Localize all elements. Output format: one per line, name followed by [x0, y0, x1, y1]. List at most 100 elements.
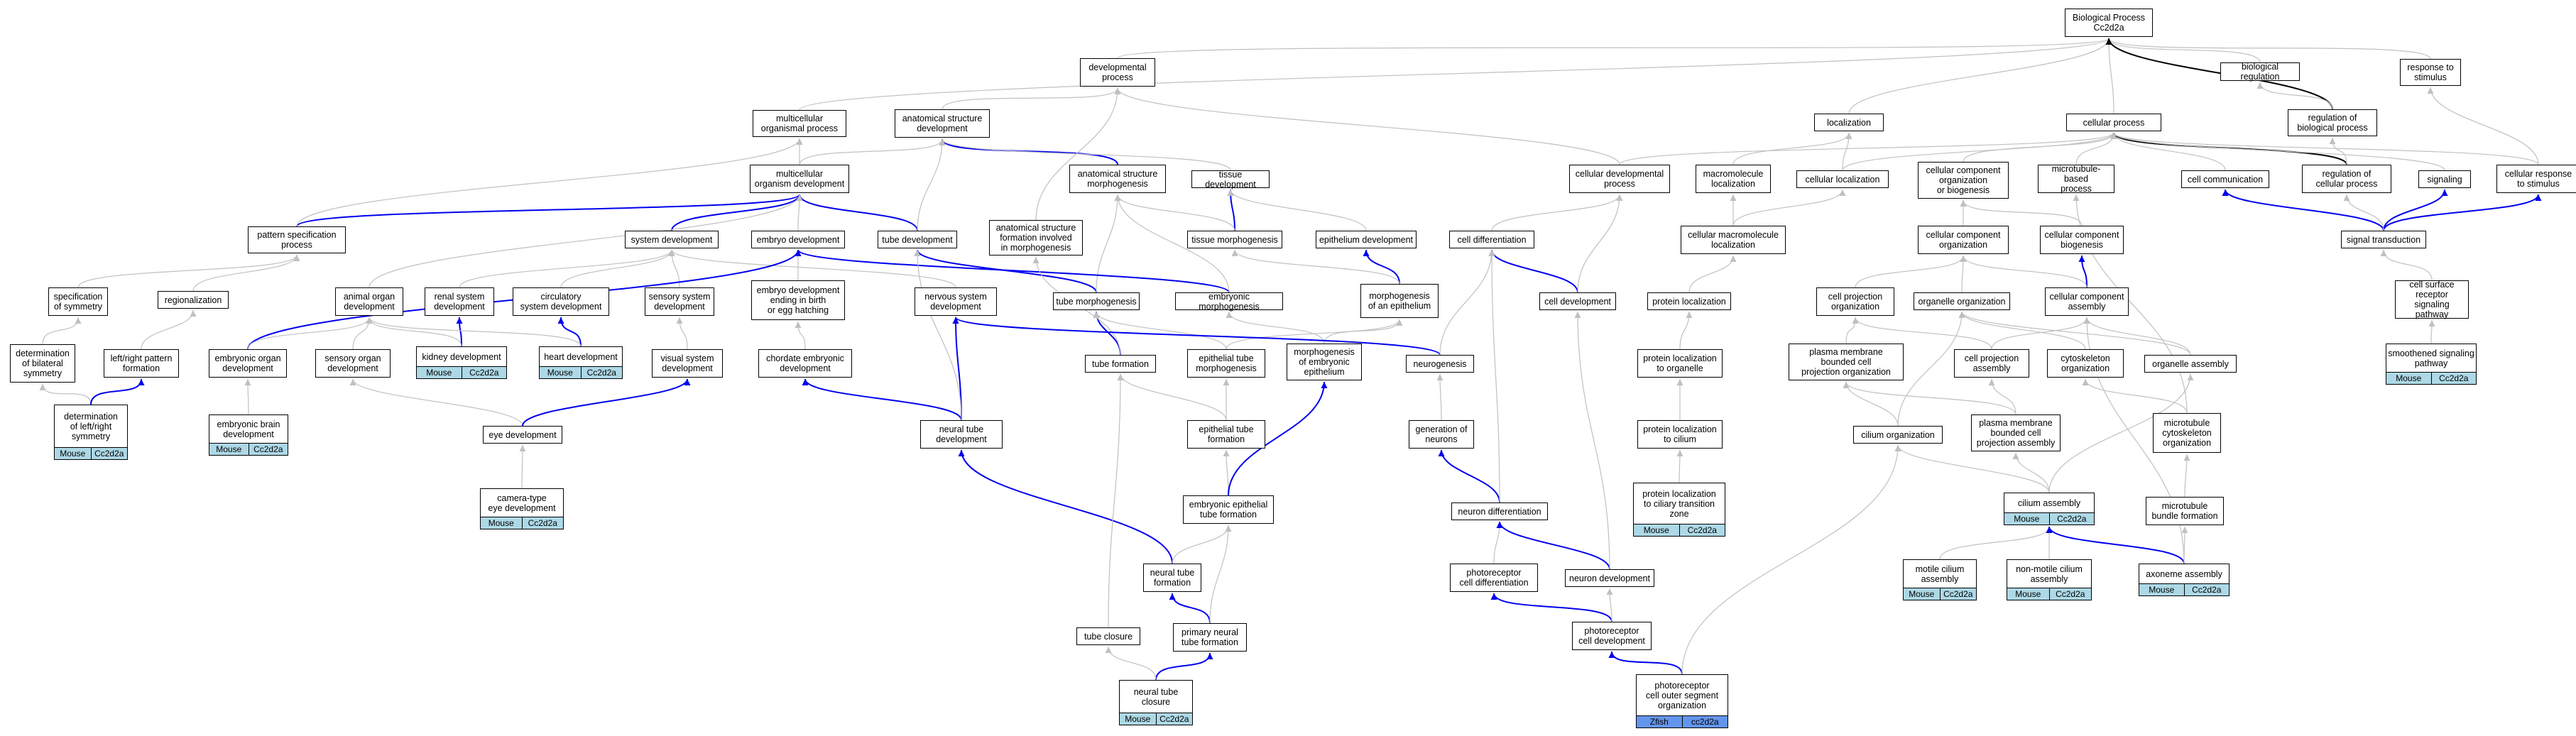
relation-edge [2183, 454, 2190, 498]
go-term-node[interactable]: embryonic morphogenesis [1175, 292, 1283, 312]
go-term-node[interactable]: left/right pattern formation [104, 349, 179, 378]
go-term-node[interactable]: protein localization to ciliary transiti… [1633, 483, 1725, 537]
go-term-node[interactable]: photoreceptor cell outer segment organiz… [1636, 674, 1728, 728]
go-term-node[interactable]: tissue development [1191, 170, 1270, 190]
go-term-node[interactable]: eye development [483, 426, 562, 444]
go-term-node[interactable]: specification of symmetry [48, 287, 108, 316]
go-term-node[interactable]: anatomical structure morphogenesis [1069, 165, 1166, 193]
go-term-node[interactable]: regulation of cellular process [2302, 165, 2391, 193]
go-term-node[interactable]: regulation of biological process [2288, 109, 2377, 136]
go-term-node[interactable]: tube morphogenesis [1053, 292, 1140, 310]
go-term-node[interactable]: cytoskeleton organization [2047, 349, 2124, 378]
go-term-node[interactable]: macromolecule localization [1696, 165, 1771, 193]
go-term-node[interactable]: plasma membrane bounded cell projection … [1971, 414, 2061, 451]
go-term-node[interactable]: neuron differentiation [1451, 502, 1548, 520]
go-term-node[interactable]: cilium organization [1853, 426, 1943, 444]
go-term-node[interactable]: animal organ development [335, 287, 403, 316]
go-term-node[interactable]: photoreceptor cell development [1572, 622, 1652, 650]
relation-edge [799, 138, 946, 165]
go-term-node[interactable]: signal transduction [2341, 231, 2426, 248]
go-term-node[interactable]: cellular localization [1796, 170, 1889, 188]
go-term-node[interactable]: protein localization to cilium [1637, 420, 1723, 449]
go-term-node[interactable]: visual system development [652, 349, 723, 378]
go-term-node[interactable]: embryonic epithelial tube formation [1183, 495, 1274, 524]
go-term-node[interactable]: morphogenesis of an epithelium [1360, 284, 1439, 318]
go-term-node[interactable]: developmental process [1080, 58, 1155, 87]
go-term-node[interactable]: epithelial tube morphogenesis [1187, 349, 1265, 378]
go-term-node[interactable]: circulatory system development [513, 287, 609, 316]
go-term-node[interactable]: photoreceptor cell differentiation [1450, 564, 1538, 592]
go-term-node[interactable]: anatomical structure development [895, 109, 990, 138]
go-term-node[interactable]: renal system development [425, 287, 494, 316]
go-term-node[interactable]: morphogenesis of embryonic epithelium [1287, 344, 1362, 380]
go-term-node[interactable]: response to stimulus [2400, 59, 2461, 86]
go-term-node[interactable]: system development [625, 231, 719, 248]
go-term-node[interactable]: embryonic organ development [209, 349, 287, 378]
go-term-node[interactable]: organelle organization [1914, 292, 2010, 310]
go-term-node[interactable]: cellular component organization or bioge… [1918, 162, 2009, 199]
go-term-node[interactable]: signaling [2418, 170, 2471, 188]
go-term-node[interactable]: cell projection assembly [1954, 349, 2029, 378]
go-term-node[interactable]: regionalization [158, 291, 229, 309]
go-term-node[interactable]: embryo development [751, 231, 845, 248]
go-term-node[interactable]: plasma membrane bounded cell projection … [1789, 344, 1904, 380]
go-term-node[interactable]: cellular component assembly [2045, 287, 2129, 316]
go-term-node[interactable]: protein localization [1647, 292, 1731, 310]
go-term-node[interactable]: epithelial tube formation [1187, 420, 1265, 449]
go-term-node[interactable]: embryo development ending in birth or eg… [751, 280, 845, 320]
go-term-node[interactable]: tube development [878, 231, 957, 248]
species-badge: Mouse [2007, 588, 2049, 600]
go-term-node[interactable]: microtubule-based process [2038, 164, 2114, 194]
go-term-node[interactable]: protein localization to organelle [1637, 349, 1723, 378]
go-term-node[interactable]: Biological Process Cc2d2a [2065, 9, 2153, 37]
go-term-node[interactable]: determination of bilateral symmetry [10, 344, 75, 383]
go-term-node[interactable]: epithelium development [1316, 231, 1417, 248]
go-term-label: cell differentiation [1457, 234, 1527, 245]
go-term-node[interactable]: tube closure [1076, 627, 1140, 645]
go-term-node[interactable]: neuron development [1565, 569, 1654, 587]
go-term-node[interactable]: pattern specification process [248, 226, 346, 253]
go-term-node[interactable]: cellular component biogenesis [2040, 226, 2124, 254]
go-term-node[interactable]: neural tube development [920, 420, 1003, 449]
go-term-node[interactable]: cell development [1539, 292, 1616, 310]
go-term-node[interactable]: cell surface receptor signaling pathway [2395, 280, 2469, 319]
go-term-node[interactable]: primary neural tube formation [1173, 623, 1247, 652]
go-term-node[interactable]: generation of neurons [1409, 420, 1474, 449]
go-term-node[interactable]: chordate embryonic development [758, 349, 852, 378]
go-term-node[interactable]: cell communication [2181, 170, 2269, 188]
go-term-node[interactable]: neurogenesis [1406, 355, 1474, 373]
go-term-node[interactable]: sensory organ development [315, 349, 391, 378]
go-term-node[interactable]: cellular macromolecule localization [1681, 226, 1786, 254]
go-term-node[interactable]: anatomical structure formation involved … [989, 220, 1083, 256]
go-term-node[interactable]: biological regulation [2220, 62, 2300, 82]
go-term-node[interactable]: nervous system development [915, 287, 997, 316]
go-term-node[interactable]: cellular component organization [1918, 226, 2009, 254]
go-term-node[interactable]: cell differentiation [1449, 231, 1534, 248]
go-term-node[interactable]: cell projection organization [1816, 287, 1894, 316]
go-term-node[interactable]: microtubule cytoskeleton organization [2153, 413, 2221, 453]
go-term-node[interactable]: multicellular organismal process [753, 110, 846, 137]
go-term-node[interactable]: sensory system development [645, 287, 714, 316]
go-term-node[interactable]: tissue morphogenesis [1187, 231, 1282, 248]
go-term-node[interactable]: organelle assembly [2144, 355, 2237, 373]
relation-edge [2222, 189, 2384, 231]
go-term-node[interactable]: localization [1814, 114, 1884, 131]
go-term-node[interactable]: cellular developmental process [1569, 165, 1670, 193]
go-term-node[interactable]: microtubule bundle formation [2146, 497, 2224, 525]
go-term-node[interactable]: cellular process [2066, 114, 2161, 131]
go-term-node[interactable]: cellular response to stimulus [2496, 165, 2576, 193]
go-term-node[interactable]: tube formation [1085, 355, 1156, 373]
go-term-node[interactable]: neural tube formation [1143, 564, 1201, 592]
go-term-node[interactable]: multicellular organism development [750, 165, 849, 193]
